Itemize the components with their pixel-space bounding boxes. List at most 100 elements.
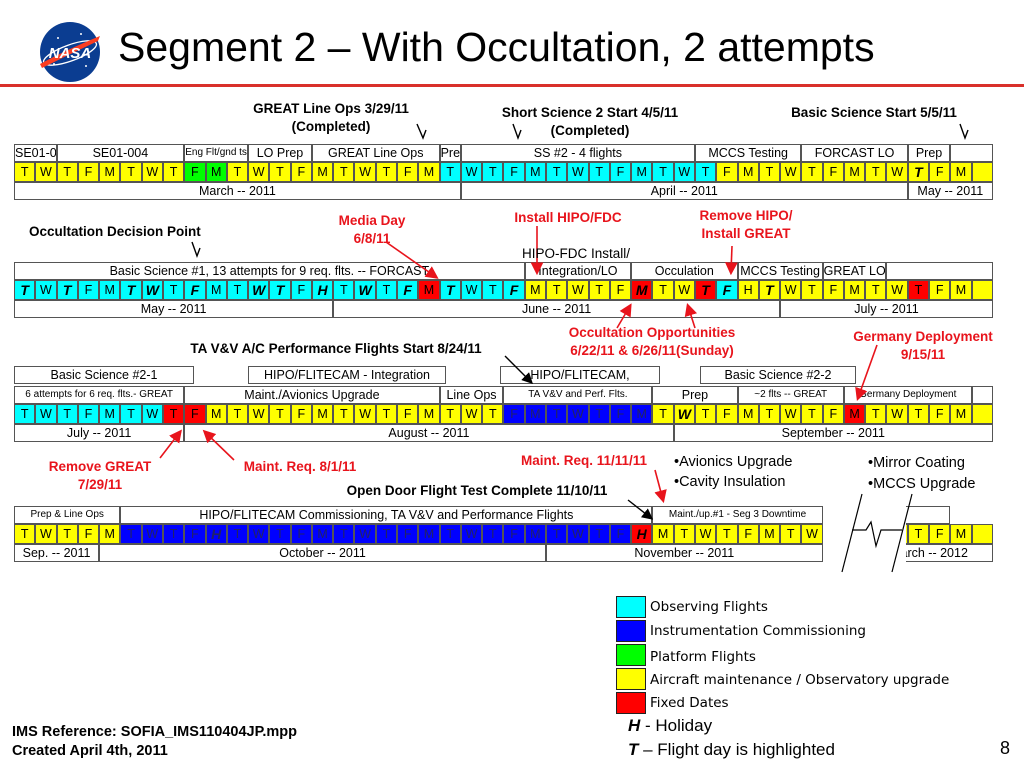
row-1-task-label: [950, 144, 993, 162]
row-2-day-cell: M: [418, 280, 440, 300]
row-1-month-label: May -- 2011: [907, 182, 993, 200]
row-4-day-cell: F: [929, 524, 951, 544]
flight-day-note: T – Flight day is highlighted: [628, 740, 835, 759]
page-number: 8: [1000, 738, 1011, 758]
annotation-hipo-fdc-install: HIPO-FDC Install/: [522, 246, 631, 261]
row-4-month-label: Sep. -- 2011: [14, 544, 100, 562]
row-2-day-cell: M: [950, 280, 972, 300]
row-3-day-cell: F: [184, 404, 206, 424]
row-4-day-cell: [971, 524, 993, 544]
row-2-day-cell: T: [333, 280, 355, 300]
row-1-task-label: Prep: [907, 144, 951, 162]
row-2-day-cell: T: [694, 280, 717, 300]
task-label-basic-science-2-1: Basic Science #2-1: [14, 366, 194, 384]
row-4-day-cell: M: [311, 524, 334, 544]
row-4-day-cell: T: [865, 524, 887, 544]
row-1-task-label: SS #2 - 4 flights: [460, 144, 695, 162]
row-1-day-cell: M: [631, 162, 653, 182]
annotation-short-science: Short Science 2 Start 4/5/11(Completed): [501, 105, 679, 138]
row-4-day-cell: F: [737, 524, 759, 544]
row-4-day-cell: W: [35, 524, 57, 544]
row-1-day-cell: T: [482, 162, 504, 182]
row-3-month-label: August -- 2011: [184, 424, 674, 442]
row-2-day-cell: M: [843, 280, 866, 300]
row-4-day-cell: T: [673, 524, 695, 544]
slide-title: Segment 2 – With Occultation, 2 attempts: [118, 24, 875, 70]
row-1-task-label: SE01-004: [56, 144, 185, 162]
row-4-day-cell: T: [333, 524, 355, 544]
row-2-day-cell: W: [35, 280, 57, 300]
row-1-task-label: FORCAST LO: [801, 144, 908, 162]
annotation-great-line-ops: GREAT Line Ops 3/29/11(Completed): [253, 101, 409, 134]
row-1-task-label: Eng Flt/gnd tst: [184, 144, 249, 162]
row-1-day-cell: F: [290, 162, 312, 182]
row-2-day-cell: T: [269, 280, 291, 300]
row-4-day-cell: T: [780, 524, 802, 544]
annotation-maint-req-1: Maint. Req. 8/1/11: [243, 459, 357, 474]
row-4-day-cell: W: [354, 524, 376, 544]
row-4-day-cell: F: [397, 524, 419, 544]
row-2-day-cell: M: [631, 280, 653, 300]
row-1-day-cell: W: [354, 162, 376, 182]
row-2-day-cell: F: [184, 280, 206, 300]
row-2-day-cell: F: [929, 280, 951, 300]
row-4-day-cell: W: [886, 524, 908, 544]
row-1-day-cell: T: [439, 162, 461, 182]
row-3-task-label: 6 attempts for 6 req. flts.- GREAT: [14, 386, 185, 404]
row-3-day-cell: M: [311, 404, 334, 424]
row-3-day-cell: F: [397, 404, 419, 424]
row-3-day-cell: T: [865, 404, 887, 424]
row-1-day-cell: F: [503, 162, 525, 182]
row-2-day-cell: T: [226, 280, 249, 300]
row-2-day-cell: T: [588, 280, 610, 300]
legend-swatch-platform: [616, 644, 646, 666]
row-4-day-cell: T: [56, 524, 78, 544]
row-3-day-cell: T: [162, 404, 185, 424]
row-1-day-cell: T: [865, 162, 887, 182]
row-2-day-cell: T: [120, 280, 142, 300]
task-label-hipo-flitecam: HIPO/FLITECAM,: [500, 366, 660, 384]
task-label-hipo-flitecam-integration: HIPO/FLITECAM - Integration: [248, 366, 446, 384]
row-4-day-cell: T: [120, 524, 142, 544]
row-1-day-cell: T: [588, 162, 610, 182]
row-1-day-cell: T: [14, 162, 36, 182]
row-2-day-cell: F: [609, 280, 632, 300]
row-4-day-cell: H: [205, 524, 227, 544]
row-1-task-label: Prep: [439, 144, 461, 162]
row-3-day-cell: T: [652, 404, 674, 424]
row-1-day-cell: T: [375, 162, 398, 182]
annotation-remove-hipo: Remove HIPO/Install GREAT: [699, 208, 793, 241]
annotation-ta-vv: TA V&V A/C Performance Flights Start 8/2…: [190, 341, 482, 356]
row-2-day-cell: F: [77, 280, 100, 300]
row-2-task-label: MCCS Testing: [737, 262, 823, 280]
row-3-month-label: September -- 2011: [673, 424, 993, 442]
row-3-task-label: Line Ops: [439, 386, 504, 404]
row-2-day-cell: T: [652, 280, 674, 300]
ims-reference: IMS Reference: SOFIA_IMS110404JP.mpp: [12, 724, 298, 740]
row-2-day-cell: T: [162, 280, 185, 300]
row-4-day-cell: W: [801, 524, 823, 544]
row-1-task-label: LO Prep: [248, 144, 312, 162]
row-2-month-label: June -- 2011: [333, 300, 781, 318]
row-3-day-cell: W: [780, 404, 802, 424]
legend-swatch-fixed: [616, 692, 646, 714]
row-3-task-label: Maint./Avionics Upgrade: [184, 386, 440, 404]
row-1-day-cell: T: [694, 162, 717, 182]
row-3-day-cell: M: [843, 404, 866, 424]
row-3-day-cell: W: [354, 404, 376, 424]
row-4-day-cell: T: [439, 524, 461, 544]
row-4-day-cell: F: [184, 524, 206, 544]
row-3-day-cell: T: [56, 404, 78, 424]
row-2-task-label: [886, 262, 993, 280]
row-1-day-cell: M: [418, 162, 440, 182]
row-3-day-cell: T: [801, 404, 823, 424]
row-3-day-cell: F: [77, 404, 100, 424]
annotation-install-hipo: Install HIPO/FDC: [514, 210, 622, 225]
row-3-day-cell: T: [482, 404, 504, 424]
legend-label-observing: Observing Flights: [650, 599, 768, 615]
row-4-day-cell: W: [460, 524, 483, 544]
row-3-day-cell: M: [631, 404, 653, 424]
row-1-day-cell: [971, 162, 993, 182]
